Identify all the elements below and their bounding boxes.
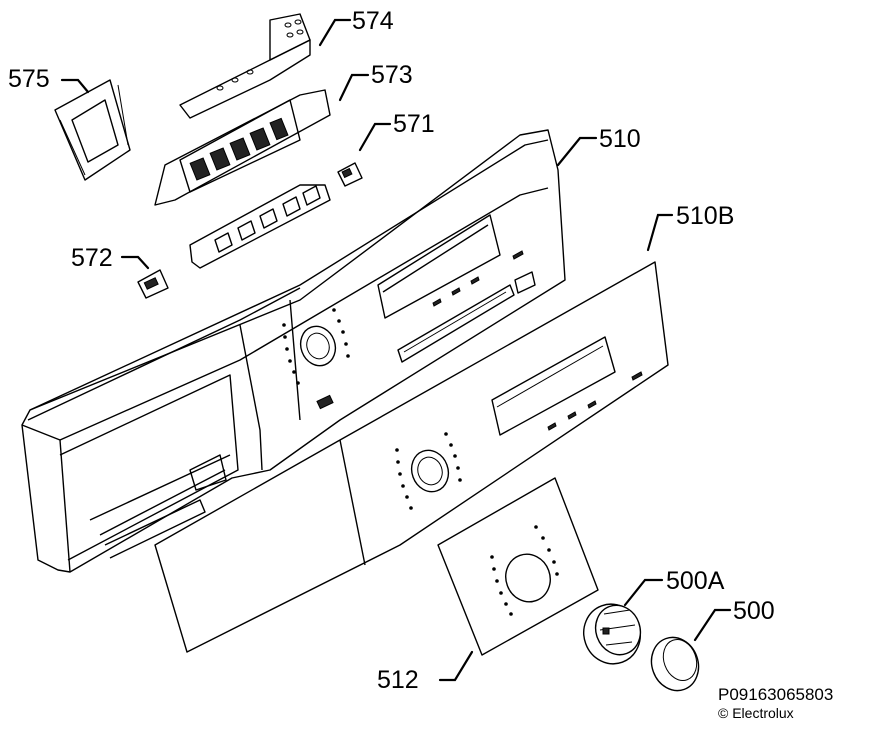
label-510b: 510B xyxy=(676,202,735,230)
label-574: 574 xyxy=(352,7,394,35)
label-500: 500 xyxy=(733,597,775,625)
button-row-510 xyxy=(432,250,524,307)
label-512: 512 xyxy=(377,666,419,694)
part-575-frame xyxy=(54,79,131,181)
knob-indicator-dots-510 xyxy=(282,308,350,385)
knob-indicator-dots-512 xyxy=(490,525,559,616)
display-segments-573 xyxy=(189,117,289,181)
label-500a: 500A xyxy=(666,567,725,595)
label-510: 510 xyxy=(599,125,641,153)
part-512-knob-plate xyxy=(437,477,599,656)
button-row-510b xyxy=(547,371,643,431)
push-buttons-571 xyxy=(214,185,321,253)
copyright-notice: © Electrolux xyxy=(718,705,794,721)
part-573-display-board xyxy=(154,89,331,206)
part-500-knob-cap xyxy=(650,636,700,692)
document-code: P09163065803 xyxy=(718,685,834,704)
label-572: 572 xyxy=(71,244,113,272)
knob-indicator-dots-510b xyxy=(395,432,462,510)
part-510-control-panel xyxy=(21,129,566,573)
part-572-button xyxy=(137,269,169,299)
label-571: 571 xyxy=(393,110,435,138)
bracket-holes-574 xyxy=(216,19,304,91)
part-510b-decor-panel xyxy=(154,261,669,653)
part-571-button-block xyxy=(189,162,363,269)
part-500a-knob-insert xyxy=(583,603,642,665)
label-573: 573 xyxy=(371,61,413,89)
label-575: 575 xyxy=(8,65,50,93)
leader-lines xyxy=(60,18,732,682)
part-574-bracket xyxy=(179,13,311,119)
